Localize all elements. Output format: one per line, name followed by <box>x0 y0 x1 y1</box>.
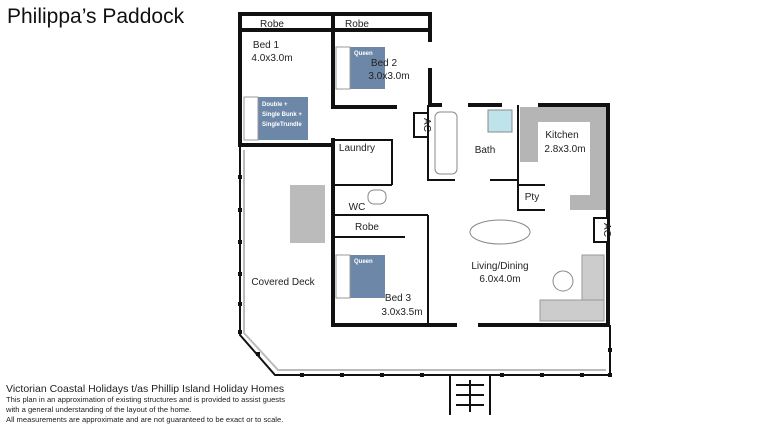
deck-steps <box>449 375 491 415</box>
ac-unit <box>413 112 429 138</box>
disclaimer-line: with a general understanding of the layo… <box>6 405 192 414</box>
room-size: 2.8x3.0m <box>544 144 585 155</box>
bed-1: Double + Single Bunk + SingleTrundle <box>243 96 308 141</box>
ac-label: AC <box>601 223 612 237</box>
bed-2: Queen <box>335 46 385 90</box>
footer: Victorian Coastal Holidays t/as Phillip … <box>6 383 285 425</box>
bed-type: Queen <box>354 51 373 57</box>
room-label: Laundry <box>339 143 375 154</box>
room-label: WC <box>349 202 366 213</box>
bed-type: Single Bunk + <box>262 112 302 118</box>
room-size: 3.0x3.5m <box>381 307 422 318</box>
room-label: Bed 3 <box>385 293 412 304</box>
room-label: Living/Dining <box>471 261 528 272</box>
room-label: Pty <box>525 192 539 203</box>
bed-type: Queen <box>354 259 373 265</box>
room-size: 3.0x3.0m <box>368 71 409 82</box>
bathtub <box>434 111 458 175</box>
ac-unit <box>593 217 609 243</box>
ac-label: AC <box>421 118 432 132</box>
disclaimer-line: This plan in an approximation of existin… <box>6 395 286 404</box>
covered-deck-outline <box>239 145 611 376</box>
toilet <box>367 189 387 205</box>
coffee-table <box>552 270 574 292</box>
room-label: Robe <box>355 222 379 233</box>
shower <box>487 109 513 133</box>
room-label: Covered Deck <box>251 277 315 288</box>
kitchen-bench <box>520 107 606 210</box>
room-label: Bath <box>475 145 496 156</box>
room-size: 6.0x4.0m <box>479 274 520 285</box>
deck-posts <box>238 175 612 377</box>
room-label: Robe <box>345 19 369 30</box>
company-name: Victorian Coastal Holidays t/as Phillip … <box>6 383 285 395</box>
room-size: 4.0x3.0m <box>251 53 292 64</box>
room-label: Kitchen <box>545 130 578 141</box>
room-label: Bed 2 <box>371 58 398 69</box>
bed-type: SingleTrundle <box>262 122 302 128</box>
lounge-sofa <box>539 254 605 322</box>
plan-title: Philippa’s Paddock <box>7 5 185 28</box>
bed-3: Queen <box>335 254 385 299</box>
room-label: Robe <box>260 19 284 30</box>
dining-table <box>469 219 531 245</box>
deck-sofa <box>290 185 325 243</box>
bed-type: Double + <box>262 102 288 108</box>
room-label: Bed 1 <box>253 40 280 51</box>
disclaimer-line: All measurements are approximate and are… <box>6 415 284 424</box>
walls <box>238 12 610 327</box>
